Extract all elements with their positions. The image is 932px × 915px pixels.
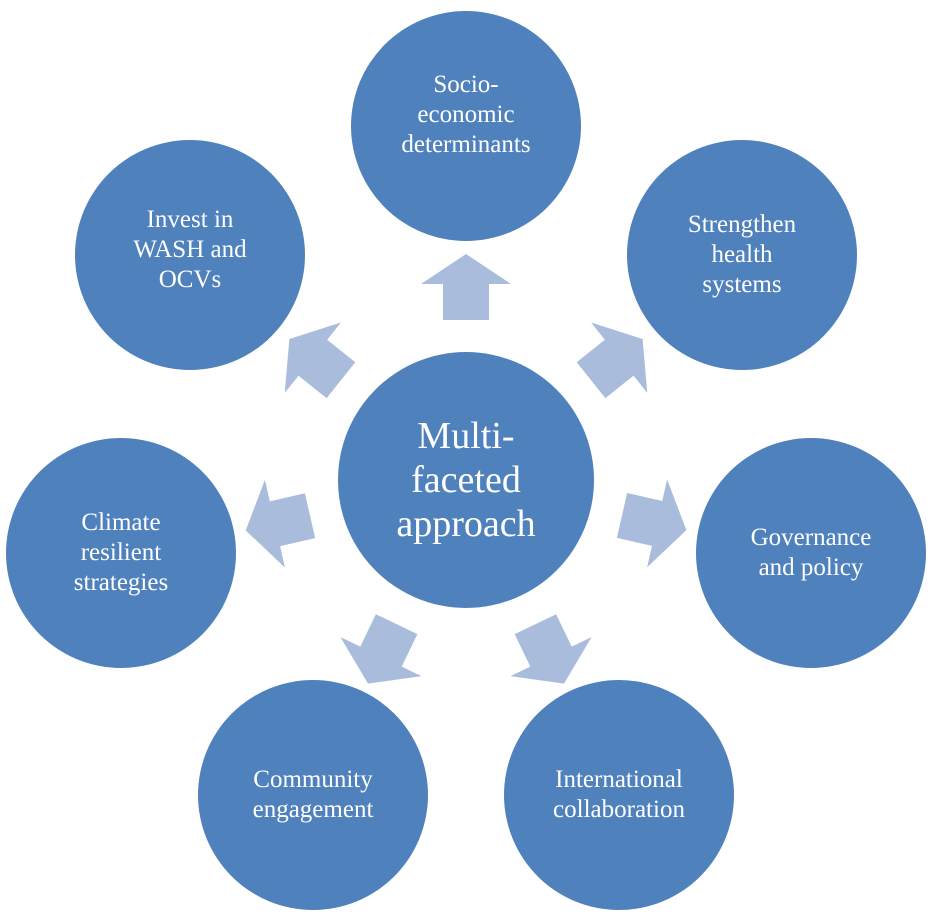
arrow-to-right [616, 479, 687, 568]
node-label: International collaboration [553, 766, 685, 823]
center-label: Multi- faceted approach [396, 415, 536, 545]
arrow-to-bl [340, 614, 422, 684]
node-socio-economic-determinants: Socio- economic determinants [351, 11, 581, 241]
arrow-to-br [510, 614, 592, 684]
node-climate-resilient-strategies: Climate resilient strategies [6, 438, 236, 668]
node-governance-and-policy: Governance and policy [696, 438, 926, 668]
node-label: Socio- economic determinants [401, 71, 531, 158]
arrow-to-left [245, 479, 316, 568]
node-label: Governance and policy [750, 524, 872, 581]
node-label: Climate resilient strategies [73, 509, 169, 596]
node-label: Community engagement [252, 766, 374, 823]
node-community-engagement: Community engagement [198, 680, 428, 910]
node-label: Invest in WASH and OCVs [133, 206, 247, 293]
arrow-to-tl [284, 322, 356, 399]
node-invest-in-wash-and-ocvs: Invest in WASH and OCVs [75, 140, 305, 370]
center-node-multi-faceted-approach: Multi- faceted approach [338, 352, 594, 608]
arrow-to-top [421, 254, 511, 320]
node-strengthen-health-systems: Strengthen health systems [627, 140, 857, 370]
node-international-collaboration: International collaboration [504, 680, 734, 910]
node-label: Strengthen health systems [687, 211, 797, 298]
arrow-to-tr [576, 322, 648, 399]
